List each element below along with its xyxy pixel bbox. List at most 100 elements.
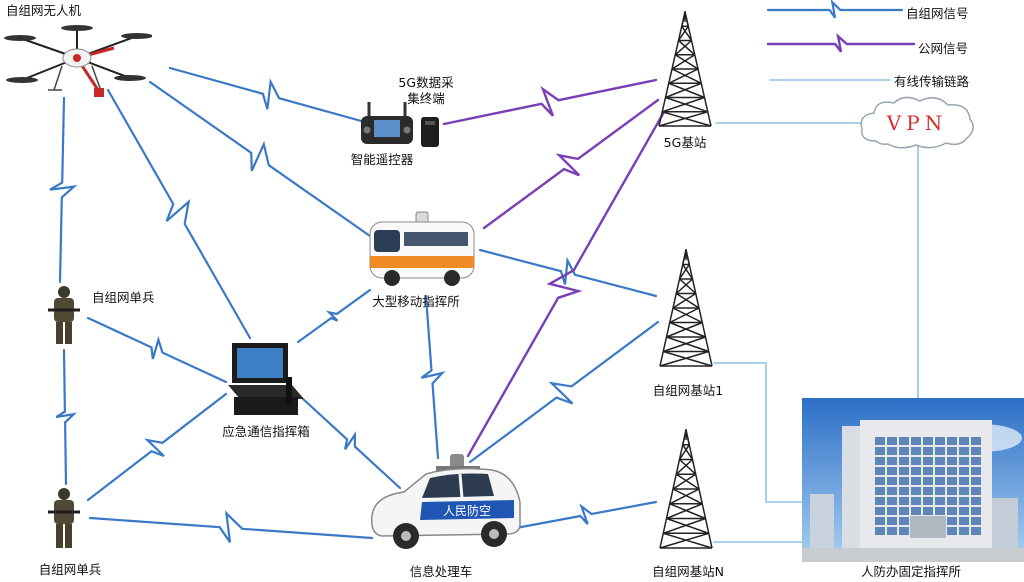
soldier-top-icon	[48, 286, 80, 344]
signal-soldier-bottom-to-commbox	[86, 392, 228, 502]
tower-strut	[672, 473, 697, 490]
tower-strut	[681, 25, 693, 41]
signal-drone-to-controller	[168, 66, 374, 126]
base-station-5g-label: 5G基站	[663, 135, 707, 150]
data-terminal-label-line2: 集终端	[407, 91, 445, 106]
mesh-base-station-1-tower-icon	[659, 249, 713, 367]
legend-self-network-line	[766, 0, 904, 19]
tower-strut	[672, 292, 697, 309]
tower-strut	[685, 429, 691, 445]
vpn-cloud-icon: VPN	[860, 96, 974, 149]
signal-bus-to-station1	[478, 248, 658, 298]
tower-strut	[665, 96, 709, 113]
tower-strut	[658, 111, 709, 127]
signal-soldier-top-to-commbox	[86, 316, 228, 384]
tower-strut	[666, 321, 703, 338]
mobile-command-bus-icon	[369, 211, 475, 286]
mobile-command-bus-label: 大型移动指挥所	[372, 294, 460, 309]
signal-drone-to-commbox	[106, 88, 252, 340]
soldier-bottom-icon	[48, 488, 80, 548]
tower-strut	[669, 488, 700, 505]
tower-strut	[678, 264, 690, 280]
emergency-comm-box-label: 应急通信指挥箱	[222, 424, 310, 439]
emergency-comm-box-icon	[228, 343, 304, 415]
soldier-top-label: 自组网单兵	[92, 290, 155, 305]
tower-strut	[663, 532, 713, 549]
drone-label: 自组网无人机	[6, 3, 82, 18]
signal-car-to-5g	[466, 110, 666, 458]
info-processing-car-icon: 人民防空	[370, 454, 521, 549]
tower-strut	[675, 278, 694, 295]
tower-strut	[666, 336, 710, 353]
info-processing-car-label: 信息处理车	[409, 564, 473, 579]
tower-strut	[662, 96, 705, 113]
tower-strut	[659, 532, 710, 549]
signal-car-to-stationn	[514, 500, 658, 530]
tower-strut	[671, 68, 702, 84]
tower-strut	[679, 278, 697, 295]
legend-self-network-label: 自组网信号	[906, 6, 969, 21]
legend-lines	[766, 0, 916, 81]
signal-commbox-to-bus	[296, 288, 372, 344]
tower-strut	[681, 11, 686, 27]
tower-strut	[669, 307, 700, 324]
tower-strut	[662, 111, 712, 127]
signal-soldier-top-to-soldier-bottom	[55, 348, 78, 486]
tower-strut	[666, 503, 703, 520]
signal-soldier-bottom-to-car	[88, 510, 374, 543]
wired-link-station1-to-hq	[713, 362, 803, 503]
tower-strut	[678, 458, 697, 475]
signal-bus-to-5g	[482, 98, 660, 230]
legend-public-network-line	[766, 32, 916, 53]
fixed-command-post-building-icon	[802, 398, 1024, 562]
mesh-base-station-n-tower-icon	[659, 429, 713, 549]
tower-strut	[675, 473, 700, 490]
tower-strut	[663, 336, 706, 353]
tower-strut	[682, 444, 694, 460]
tower-strut	[659, 350, 710, 367]
wired-links	[713, 122, 919, 543]
tower-strut	[677, 25, 689, 41]
tower-strut	[665, 82, 702, 99]
tower-strut	[674, 54, 699, 70]
tower-strut	[666, 517, 710, 535]
fixed-command-post-label: 人防办固定指挥所	[860, 564, 962, 579]
signal-drone-to-soldier-top	[49, 96, 78, 284]
tower-strut	[675, 292, 700, 309]
tower-strut	[685, 249, 691, 265]
self-network-signal-links	[49, 66, 660, 543]
legend-wired-link-label: 有线传输链路	[894, 74, 970, 89]
tower-strut	[672, 488, 703, 505]
signal-drone-to-bus	[148, 80, 372, 238]
tower-strut	[668, 68, 699, 84]
public-network-signal-links	[442, 78, 666, 458]
tower-strut	[678, 444, 690, 460]
tower-strut	[674, 39, 692, 56]
tower-strut	[682, 249, 687, 265]
signal-terminal-to-5g	[442, 78, 658, 126]
data-terminal-label-line1: 5G数据采	[398, 75, 454, 90]
base-station-5g-tower-icon	[658, 11, 712, 127]
vpn-text: VPN	[886, 111, 947, 135]
legend-public-network-label: 公网信号	[918, 41, 969, 56]
mesh-base-station-1-label: 自组网基站1	[652, 383, 724, 398]
signal-commbox-to-car	[300, 396, 402, 490]
data-terminal-icon	[421, 117, 439, 147]
drone-icon	[4, 25, 152, 97]
soldier-bottom-label: 自组网单兵	[38, 562, 102, 577]
tower-strut	[675, 458, 694, 475]
tower-strut	[678, 39, 696, 56]
remote-controller-icon	[361, 102, 413, 144]
tower-strut	[682, 429, 687, 445]
tower-strut	[684, 11, 690, 27]
tower-strut	[669, 503, 706, 520]
car-door-text: 人民防空	[443, 503, 491, 518]
remote-controller-label: 智能遥控器	[350, 152, 414, 167]
tower-strut	[663, 517, 706, 535]
signal-bus-to-car	[420, 294, 446, 460]
tower-strut	[663, 350, 713, 367]
tower-strut	[672, 307, 703, 324]
signal-car-to-station1	[468, 320, 660, 464]
